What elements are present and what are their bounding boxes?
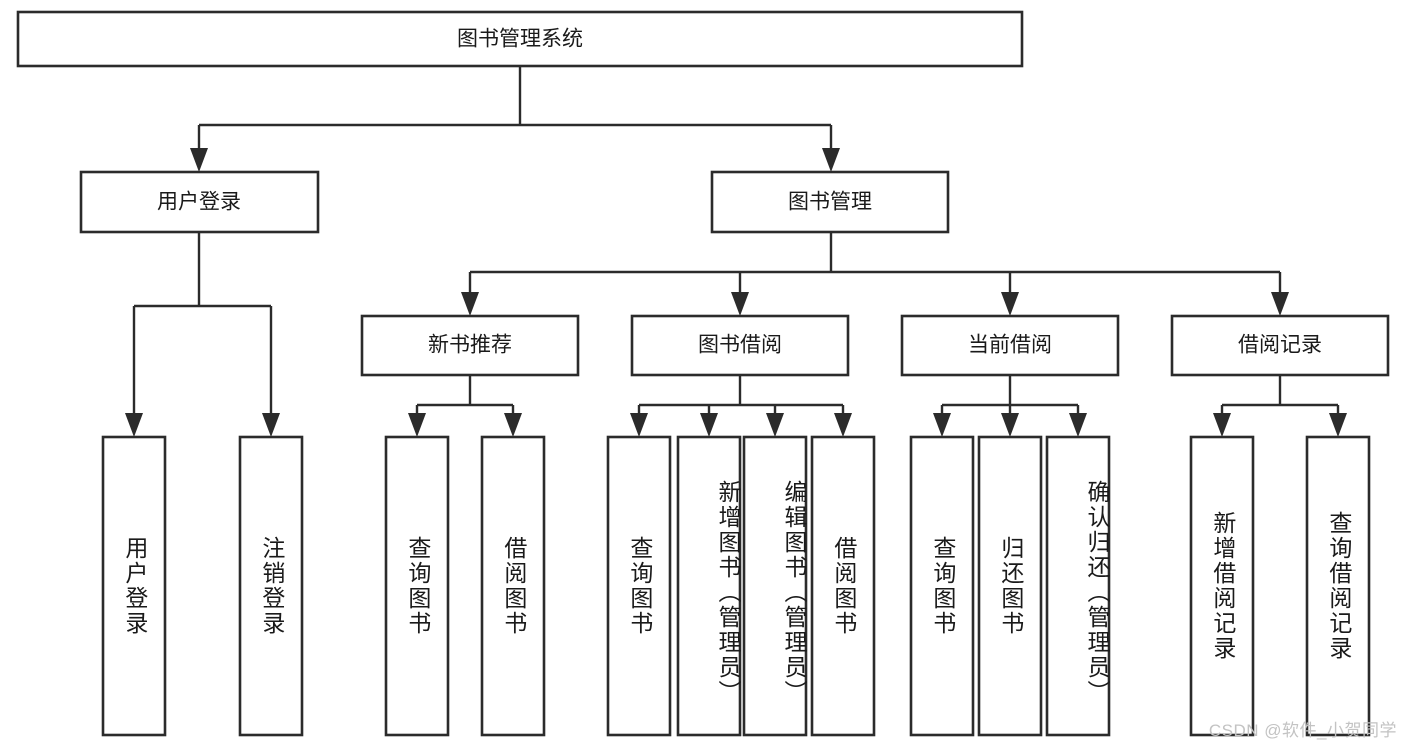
- arrowhead-borrow-record: [1271, 292, 1289, 316]
- leaf-box-query-borrow-record[interactable]: [1305, 435, 1371, 737]
- node-current-borrow-box[interactable]: [900, 314, 1120, 377]
- arrowhead-leaf-confirm-return-admin: [1069, 413, 1087, 437]
- arrowhead-new-book-recommend: [461, 292, 479, 316]
- leaf-box-user-login[interactable]: [101, 435, 167, 737]
- connector-group-root: [190, 66, 840, 172]
- leaf-box-edit-book-admin[interactable]: [742, 435, 808, 737]
- node-book-borrow[interactable]: 图书借阅: [630, 314, 850, 377]
- arrowhead-leaf-return-book: [1001, 413, 1019, 437]
- node-book-borrow-label: 图书借阅: [698, 334, 782, 357]
- node-book-borrow-box[interactable]: [630, 314, 850, 377]
- node-new-book-recommend[interactable]: 新书推荐: [360, 314, 580, 377]
- arrowhead-leaf-query-book-3: [933, 413, 951, 437]
- connector-group-newbook: [408, 375, 522, 437]
- arrowhead-leaf-query-book-1: [408, 413, 426, 437]
- arrowhead-userlogin: [190, 148, 208, 172]
- node-user-login[interactable]: 用户登录: [79, 170, 320, 234]
- node-current-borrow[interactable]: 当前借阅: [900, 314, 1120, 377]
- arrowhead-leaf-user-login: [125, 413, 143, 437]
- node-borrow-record[interactable]: 借阅记录: [1170, 314, 1390, 377]
- node-root-box[interactable]: [16, 10, 1024, 68]
- node-borrow-record-label: 借阅记录: [1238, 334, 1322, 357]
- arrowhead-leaf-logout-login: [262, 413, 280, 437]
- node-root-label: 图书管理系统: [457, 28, 583, 51]
- arrowhead-current-borrow: [1001, 292, 1019, 316]
- node-new-book-recommend-box[interactable]: [360, 314, 580, 377]
- connector-group-borrowrecord: [1213, 375, 1347, 437]
- leaf-box-add-borrow-record[interactable]: [1189, 435, 1255, 737]
- node-book-manage-box[interactable]: [710, 170, 950, 234]
- arrowhead-leaf-borrow-book-2: [834, 413, 852, 437]
- leaf-box-borrow-book-2[interactable]: [810, 435, 876, 737]
- connector-group-bookborrow: [630, 375, 852, 437]
- leaf-boxes: [101, 435, 1371, 737]
- arrowhead-leaf-edit-book-admin: [766, 413, 784, 437]
- node-root[interactable]: 图书管理系统: [16, 10, 1024, 68]
- node-new-book-recommend-label: 新书推荐: [428, 334, 512, 357]
- arrowhead-book-borrow: [731, 292, 749, 316]
- leaf-box-query-book-3[interactable]: [909, 435, 975, 737]
- leaf-box-borrow-book-1[interactable]: [480, 435, 546, 737]
- arrowhead-leaf-query-book-2: [630, 413, 648, 437]
- arrowhead-leaf-add-borrow-record: [1213, 413, 1231, 437]
- leaf-box-logout-login[interactable]: [238, 435, 304, 737]
- node-borrow-record-box[interactable]: [1170, 314, 1390, 377]
- connector-group-currentborrow: [933, 375, 1087, 437]
- arrowhead-leaf-add-book-admin: [700, 413, 718, 437]
- leaf-box-return-book[interactable]: [977, 435, 1043, 737]
- arrowhead-bookmanage: [822, 148, 840, 172]
- node-user-login-box[interactable]: [79, 170, 320, 234]
- node-user-login-label: 用户登录: [157, 191, 241, 214]
- leaf-box-add-book-admin[interactable]: [676, 435, 742, 737]
- leaf-box-query-book-2[interactable]: [606, 435, 672, 737]
- leaf-box-query-book-1[interactable]: [384, 435, 450, 737]
- csdn-watermark: CSDN @软件_小贺同学: [1208, 721, 1397, 740]
- connector-group-userlogin: [125, 232, 280, 437]
- node-current-borrow-label: 当前借阅: [968, 334, 1052, 357]
- arrowhead-leaf-borrow-book-1: [504, 413, 522, 437]
- leaf-box-confirm-return-admin[interactable]: [1045, 435, 1111, 737]
- node-book-manage[interactable]: 图书管理: [710, 170, 950, 234]
- arrowhead-leaf-query-borrow-record: [1329, 413, 1347, 437]
- node-book-manage-label: 图书管理: [788, 191, 872, 214]
- connector-group-bookmanage: [461, 232, 1289, 316]
